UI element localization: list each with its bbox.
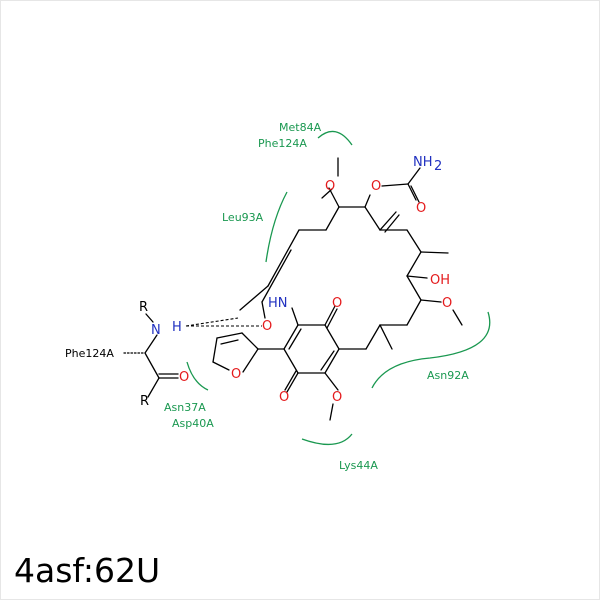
label-asn92a: Asn92A xyxy=(427,369,469,382)
atom-o-furan: O xyxy=(231,367,241,382)
atom-oh: OH xyxy=(430,273,450,288)
label-phe124a-left: Phe124A xyxy=(65,347,114,360)
atom-r-top: R xyxy=(139,300,148,315)
arc-asn92 xyxy=(371,311,491,389)
atom-hn: HN xyxy=(268,296,288,311)
atom-labels: O O NH 2 O OH O HN O O O O O N H O R R xyxy=(139,155,452,409)
arc-lys44 xyxy=(301,433,353,446)
label-asn37a: Asn37A xyxy=(164,401,206,414)
atom-o-quinone-top: O xyxy=(332,296,342,311)
label-met84a: Met84A xyxy=(279,121,322,134)
atom-o-methoxy-right: O xyxy=(442,296,452,311)
atom-h-residue: H xyxy=(172,320,182,335)
hydrogen-bonds xyxy=(185,317,262,327)
atom-o-quinone-bottom: O xyxy=(279,390,289,405)
hbond-n-h-o-furan xyxy=(185,317,239,327)
atom-o-methoxy-top: O xyxy=(325,179,335,194)
atom-o-methoxy-bottom: O xyxy=(332,390,342,405)
ligand-bonds xyxy=(123,157,463,421)
arc-met84 xyxy=(317,130,353,146)
atom-o-residue: O xyxy=(179,370,189,385)
atom-nh2-subscript: 2 xyxy=(434,159,442,174)
label-lys44a: Lys44A xyxy=(339,459,378,472)
residue-labels: Met84A Phe124A Leu93A Asn92A Asn37A Asp4… xyxy=(65,121,469,472)
atom-o-amide: O xyxy=(262,319,272,334)
label-phe124a-top: Phe124A xyxy=(258,137,307,150)
arc-asn37 xyxy=(186,361,209,391)
ligand-caption: 4asf:62U xyxy=(14,551,161,590)
contact-arcs xyxy=(186,130,491,446)
arc-leu93 xyxy=(265,191,288,263)
label-leu93a: Leu93A xyxy=(222,211,264,224)
atom-n-residue: N xyxy=(151,323,161,338)
atom-r-bottom: R xyxy=(140,394,149,409)
atom-o-carbonyl: O xyxy=(416,201,426,216)
atom-nh2: NH xyxy=(413,155,433,170)
atom-o-carbamate: O xyxy=(371,179,381,194)
label-asp40a: Asp40A xyxy=(172,417,214,430)
